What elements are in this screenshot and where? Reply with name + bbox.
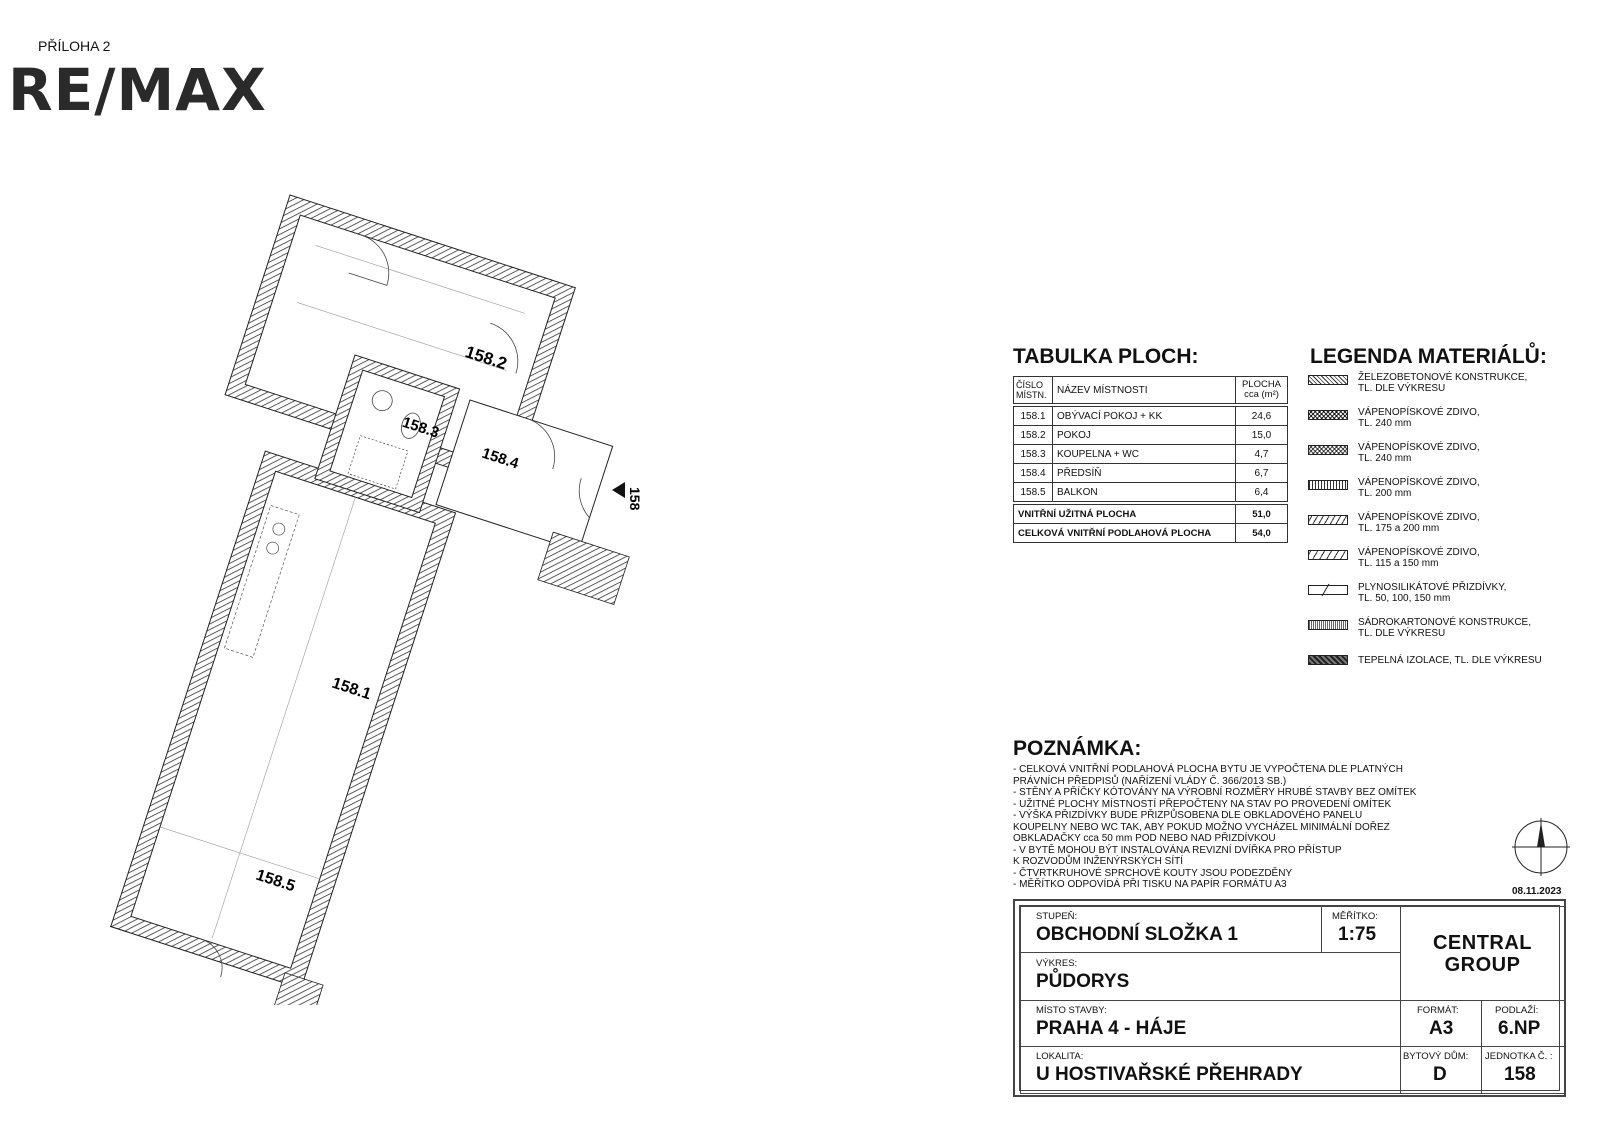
building-label: BYTOVÝ DŮM:: [1403, 1051, 1469, 1062]
note-line: - CELKOVÁ VNITŘNÍ PODLAHOVÁ PLOCHA BYTU …: [1013, 764, 1403, 775]
hatch-swatch-icon: [1308, 550, 1348, 560]
room-158-4-walls: [435, 399, 630, 605]
unit-label: JEDNOTKA Č. :: [1485, 1051, 1553, 1062]
site-value: PRAHA 4 - HÁJE: [1036, 1018, 1187, 1039]
legend-title: LEGENDA MATERIÁLŮ:: [1310, 345, 1547, 368]
annex-label: PŘÍLOHA 2: [38, 38, 111, 54]
north-arrow-icon: [1512, 818, 1570, 876]
scale-label: MĚŘÍTKO:: [1332, 911, 1378, 922]
drawing-value: PŮDORYS: [1036, 971, 1130, 992]
total-row: CELKOVÁ VNITŘNÍ PODLAHOVÁ PLOCHA 54,0: [1013, 523, 1288, 543]
legend-item: ŽELEZOBETONOVÉ KONSTRUKCE,TL. DLE VÝKRES…: [1308, 372, 1588, 407]
stage-label: STUPEŇ:: [1036, 911, 1078, 922]
legend-item: VÁPENOPÍSKOVÉ ZDIVO,TL. 240 mm: [1308, 407, 1588, 442]
legend-item: TEPELNÁ IZOLACE, TL. DLE VÝKRESU: [1308, 652, 1588, 687]
central-group-logo: CENTRAL GROUP: [1432, 932, 1533, 976]
note-line: - VÝŠKA PŘIZDÍVKY BUDE PŘIZPŮSOBENA DLE …: [1013, 810, 1363, 821]
section-marker-icon: [612, 482, 625, 498]
remax-logo: RE/MAX: [8, 56, 267, 124]
legend-item: VÁPENOPÍSKOVÉ ZDIVO,TL. 175 a 200 mm: [1308, 512, 1588, 547]
note-line: - ČTVRTKRUHOVÉ SPRCHOVÉ KOUTY JSOU PODEZ…: [1013, 867, 1293, 879]
drawing-label: VÝKRES:: [1036, 958, 1078, 969]
section-marker-label: 158: [627, 487, 643, 511]
floor-label: PODLAŽÍ:: [1495, 1005, 1539, 1016]
table-row: 158.1 OBÝVACÍ POKOJ + KK 24,6: [1013, 406, 1288, 426]
areas-table: ČÍSLO MÍSTN. NÁZEV MÍSTNOSTI PLOCHA cca …: [1013, 376, 1288, 543]
legend-item: VÁPENOPÍSKOVÉ ZDIVO,TL. 240 mm: [1308, 442, 1588, 477]
format-label: FORMÁT:: [1417, 1005, 1459, 1016]
floor-value: 6.NP: [1498, 1018, 1541, 1039]
hatch-swatch-icon: [1308, 480, 1348, 490]
table-row: 158.5 BALKON 6,4: [1013, 482, 1288, 502]
note-line: K ROZVODŮM INŽENÝRSKÝCH SÍTÍ: [1013, 856, 1184, 867]
note-line: - MĚŘÍTKO ODPOVÍDÁ PŘI TISKU NA PAPÍR FO…: [1013, 879, 1287, 890]
note-line: OBKLADAČKY cca 50 mm POD NEBO NAD PŘIZDÍ…: [1013, 833, 1276, 844]
areas-table-title: TABULKA PLOCH:: [1013, 345, 1199, 368]
locality-label: LOKALITA:: [1036, 1051, 1084, 1062]
format-value: A3: [1429, 1018, 1454, 1039]
hatch-swatch-icon: [1308, 445, 1348, 455]
unit-value: 158: [1504, 1064, 1536, 1085]
col-header-number: ČÍSLO MÍSTN.: [1013, 376, 1053, 404]
table-row: 158.2 POKOJ 15,0: [1013, 425, 1288, 445]
note-line: KOUPELNY NEBO WC TAK, ABY POKUD MOŽNO VY…: [1013, 821, 1390, 833]
hatch-swatch-icon: [1308, 515, 1348, 525]
title-block: STUPEŇ: OBCHODNÍ SLOŽKA 1 MĚŘÍTKO: 1:75 …: [1013, 899, 1566, 1097]
note-line: PRÁVNÍCH PŘEDPISŮ (NAŘÍZENÍ VLÁDY Č. 366…: [1013, 775, 1287, 787]
hatch-swatch-icon: [1308, 410, 1348, 420]
stage-value: OBCHODNÍ SLOŽKA 1: [1036, 924, 1238, 945]
hatch-swatch-icon: [1308, 620, 1348, 630]
notes-title: POZNÁMKA:: [1013, 737, 1142, 760]
col-header-name: NÁZEV MÍSTNOSTI: [1052, 376, 1236, 404]
drawing-date: 08.11.2023: [1512, 886, 1562, 897]
legend-item: VÁPENOPÍSKOVÉ ZDIVO,TL. 115 a 150 mm: [1308, 547, 1588, 582]
table-row: 158.4 PŘEDSÍŇ 6,7: [1013, 463, 1288, 483]
legend-item: VÁPENOPÍSKOVÉ ZDIVO,TL. 200 mm: [1308, 477, 1588, 512]
table-row: 158.3 KOUPELNA + WC 4,7: [1013, 444, 1288, 464]
scale-value: 1:75: [1338, 924, 1377, 945]
note-line: - STĚNY A PŘÍČKY KÓTOVÁNY NA VÝROBNÍ ROZ…: [1013, 787, 1417, 798]
site-label: MÍSTO STAVBY:: [1036, 1005, 1107, 1016]
hatch-swatch-icon: [1308, 655, 1348, 665]
note-line: - UŽITNÉ PLOCHY MÍSTNOSTÍ PŘEPOČTENY NA …: [1013, 798, 1392, 810]
legend-item: SÁDROKARTONOVÉ KONSTRUKCE,TL. DLE VÝKRES…: [1308, 617, 1588, 652]
col-header-area: PLOCHA cca (m²): [1235, 376, 1288, 404]
floor-plan: 158.2 158.3 158.4 158.1 158.5 158: [110, 194, 643, 1005]
hatch-swatch-icon: [1308, 585, 1348, 595]
note-line: - V BYTĚ MOHOU BÝT INSTALOVÁNA REVIZNÍ D…: [1013, 844, 1342, 856]
total-row: VNITŘNÍ UŽITNÁ PLOCHA 51,0: [1013, 504, 1288, 524]
room-158-1-walls: [110, 450, 457, 1005]
locality-value: U HOSTIVAŘSKÉ PŘEHRADY: [1036, 1064, 1303, 1085]
building-value: D: [1433, 1064, 1447, 1085]
legend-item: PLYNOSILIKÁTOVÉ PŘIZDÍVKY,TL. 50, 100, 1…: [1308, 582, 1588, 617]
materials-legend: ŽELEZOBETONOVÉ KONSTRUKCE,TL. DLE VÝKRES…: [1308, 372, 1588, 687]
notes-list: - CELKOVÁ VNITŘNÍ PODLAHOVÁ PLOCHA BYTU …: [1013, 764, 1473, 891]
hatch-swatch-icon: [1308, 375, 1348, 385]
room-158-3-walls: [314, 354, 461, 514]
